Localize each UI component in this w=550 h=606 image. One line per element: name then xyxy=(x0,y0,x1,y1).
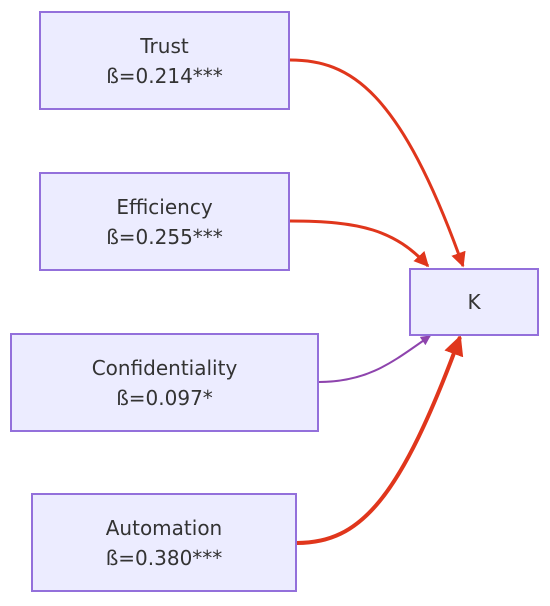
edge-automation-to-k xyxy=(296,335,464,545)
node-automation: Automation ß=0.380*** xyxy=(31,493,297,592)
node-efficiency-label: Efficiency xyxy=(116,194,213,219)
node-trust: Trust ß=0.214*** xyxy=(39,11,290,110)
node-trust-label: Trust xyxy=(140,33,189,58)
node-automation-coef: ß=0.380*** xyxy=(105,545,223,570)
edge-trust-to-k xyxy=(289,58,466,268)
node-confidentiality: Confidentiality ß=0.097* xyxy=(10,333,319,432)
node-efficiency: Efficiency ß=0.255*** xyxy=(39,172,290,271)
node-confidentiality-label: Confidentiality xyxy=(91,355,238,380)
node-automation-label: Automation xyxy=(105,515,223,540)
node-efficiency-coef: ß=0.255*** xyxy=(106,224,223,249)
edge-efficiency-to-k xyxy=(289,219,430,268)
node-k-label: K xyxy=(467,290,481,314)
node-confidentiality-coef: ß=0.097* xyxy=(116,385,213,410)
node-k: K xyxy=(409,268,539,336)
edge-confidentiality-to-k xyxy=(318,335,431,383)
node-trust-coef: ß=0.214*** xyxy=(106,63,223,88)
